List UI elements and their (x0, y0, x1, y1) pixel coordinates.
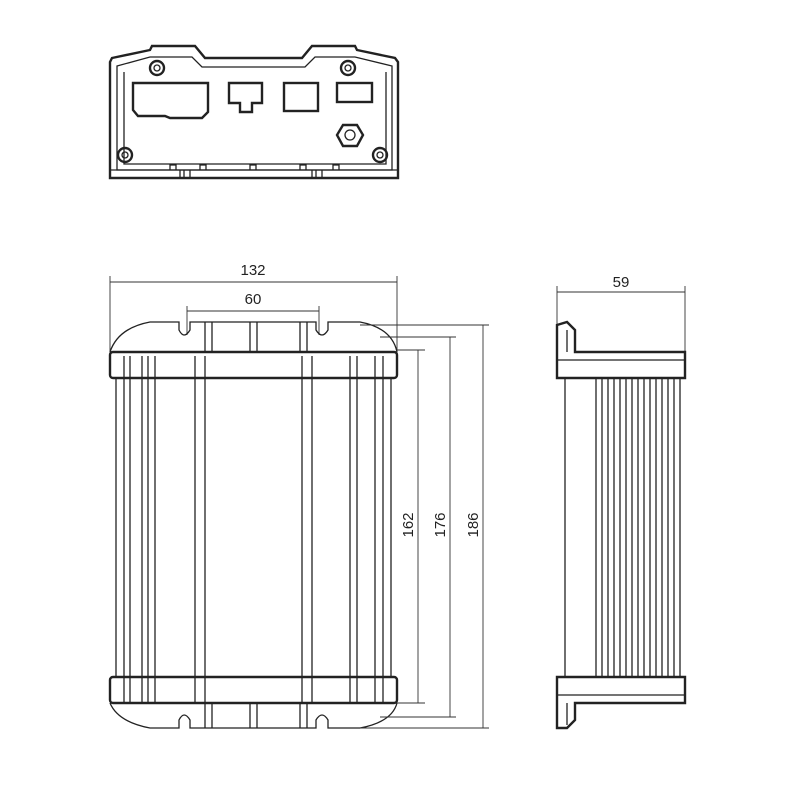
dimension-label-186: 186 (465, 512, 482, 537)
usb-port (282, 81, 320, 113)
antenna-connector-icon (335, 123, 365, 148)
heat-sink-fins (564, 378, 681, 677)
top-rail (108, 350, 399, 380)
dimension-label-width: 132 (240, 262, 265, 279)
dimension-label-162: 162 (400, 512, 417, 537)
dimension-label-176: 176 (432, 512, 449, 537)
sim-slot (335, 81, 374, 104)
dimension-label-mount-spacing: 60 (245, 291, 262, 308)
height-dimensions: 162 176 186 (360, 324, 489, 729)
dimension-label-depth: 59 (613, 274, 630, 291)
end-view (108, 44, 400, 180)
rj45-port (227, 81, 264, 114)
front-view: 132 60 162 176 186 (108, 262, 489, 729)
bottom-rail (108, 675, 399, 705)
dimension-132: 132 (109, 262, 398, 355)
power-connector-port (131, 81, 210, 120)
side-view: 59 (555, 274, 687, 730)
mounting-screws (116, 59, 389, 164)
dimension-60: 60 (186, 291, 320, 335)
